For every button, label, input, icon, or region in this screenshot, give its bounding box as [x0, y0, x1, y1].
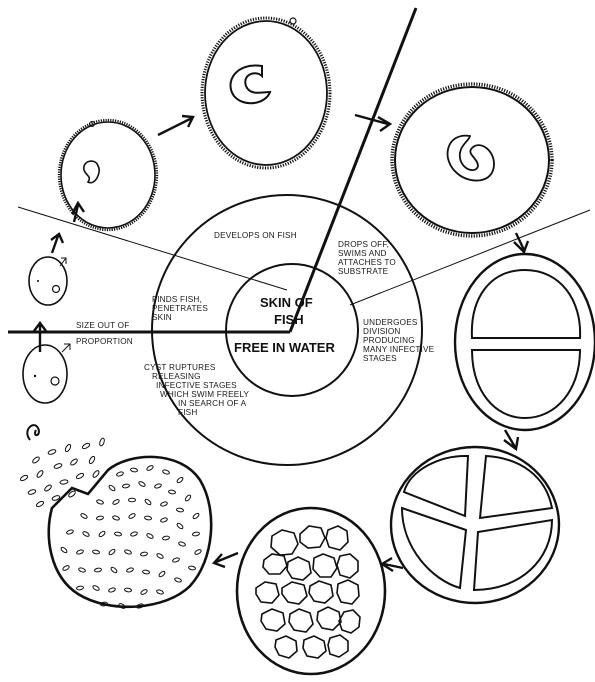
swimming-theront-icon: [27, 425, 39, 440]
label-drops-line: SUBSTRATE: [338, 267, 389, 276]
label-cyst-line: WHICH SWIM FREELY: [160, 390, 250, 399]
label-drops-line: SWIMS AND: [338, 249, 387, 258]
stage-dropped-off: [392, 84, 552, 236]
stage-trophont-small: [59, 120, 157, 230]
center-bottom-label: FREE IN WATER: [234, 340, 335, 355]
label-develops: DEVELOPS ON FISH: [214, 231, 297, 240]
label-cyst-line: RELEASING: [152, 372, 201, 381]
label-cyst-line: FISH: [178, 408, 197, 417]
center-top-line2: FISH: [274, 312, 304, 327]
size-note-line1: SIZE OUT OF: [76, 321, 129, 330]
label-finds-line: FINDS FISH,: [152, 295, 202, 304]
stage-division-two: [455, 254, 595, 430]
label-undergoes-line: STAGES: [363, 354, 397, 363]
label-undergoes-line: PRODUCING: [363, 336, 415, 345]
stage-free-small: [23, 345, 67, 403]
stage-many-cells: [237, 508, 385, 674]
label-finds-line: SKIN: [152, 313, 172, 322]
center-top-line1: SKIN OF: [260, 295, 313, 310]
divider-upper-left: [18, 207, 287, 290]
label-finds: FINDS FISH, PENETRATES SKIN: [152, 295, 208, 322]
stage-cyst-rupture: [20, 425, 212, 609]
label-undergoes-line: MANY INFECTIVE: [363, 345, 435, 354]
size-note-line2: PROPORTION: [76, 337, 133, 346]
divider-long: [290, 8, 416, 332]
stage-division-four: [391, 447, 559, 603]
label-drops-line: ATTACHES TO: [338, 258, 396, 267]
label-cyst-line: IN SEARCH OF A: [178, 399, 247, 408]
label-cyst-line: CYST RUPTURES: [144, 363, 216, 372]
label-undergoes-line: UNDERGOES: [363, 318, 418, 327]
label-drops: DROPS OFF, SWIMS AND ATTACHES TO SUBSTRA…: [338, 240, 396, 276]
label-drops-line: DROPS OFF,: [338, 240, 389, 249]
label-finds-line: PENETRATES: [152, 304, 208, 313]
label-undergoes: UNDERGOES DIVISION PRODUCING MANY INFECT…: [363, 318, 435, 363]
stage-trophont-large: [202, 18, 330, 168]
label-cyst: CYST RUPTURES RELEASING INFECTIVE STAGES…: [144, 363, 250, 417]
label-cyst-line: INFECTIVE STAGES: [156, 381, 237, 390]
label-undergoes-line: DIVISION: [363, 327, 401, 336]
